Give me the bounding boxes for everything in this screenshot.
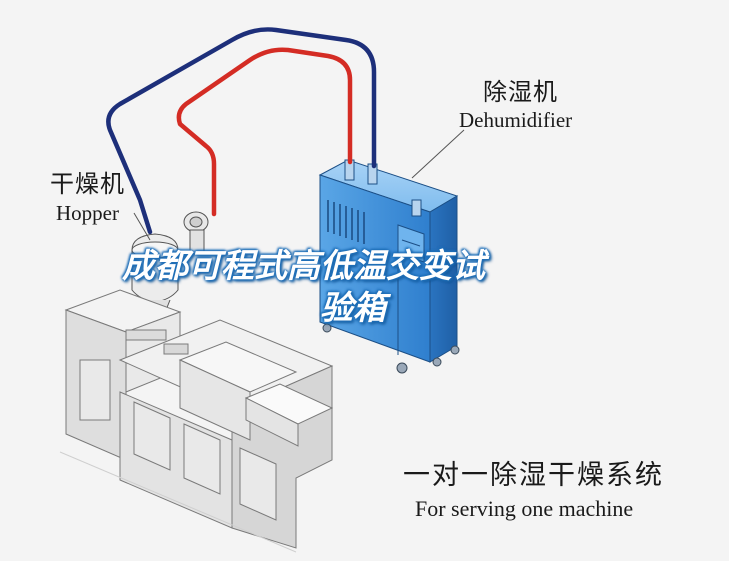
dehumidifier-leader (411, 129, 465, 179)
hopper-label-en: Hopper (56, 201, 119, 225)
dehumidifier-label-en: Dehumidifier (459, 108, 573, 132)
dehumidifier-wheels (322, 323, 460, 374)
overlay-title-line1: 成都可程式高低温交变试 (122, 246, 485, 285)
pipe-blue (106, 27, 377, 235)
pipe-red (176, 47, 353, 217)
dehumidifier-unit (318, 159, 460, 374)
dehumidifier-vents (327, 200, 365, 244)
overlay-title-line2: 验箱 (320, 288, 386, 327)
hopper-leader (133, 212, 151, 241)
system-caption-en: For serving one machine (415, 496, 634, 521)
ground-line (59, 451, 297, 553)
system-caption-cn: 一对一除湿干燥系统 (403, 460, 664, 491)
air-pipes (106, 27, 377, 235)
molding-machine (64, 289, 334, 549)
dehumidifier-label-cn: 除湿机 (483, 78, 558, 106)
hopper-label-cn: 干燥机 (50, 170, 125, 198)
